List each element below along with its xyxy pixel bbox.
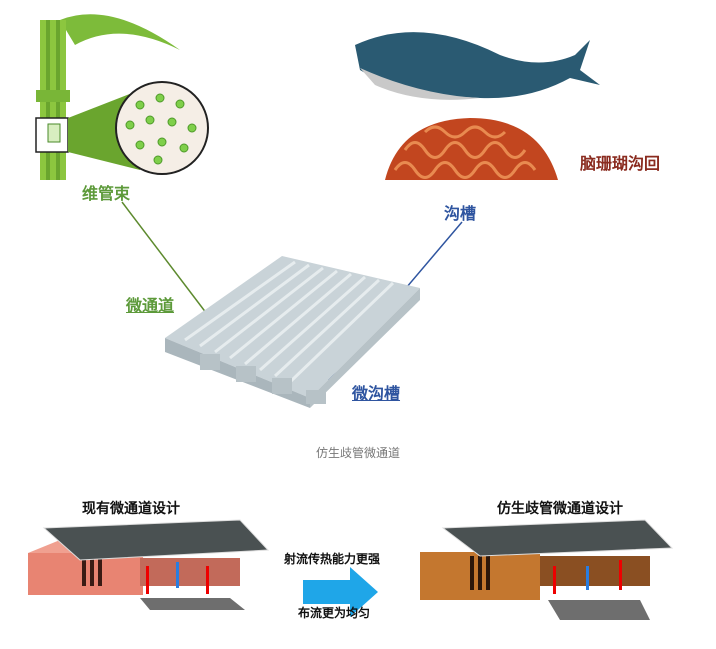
whale-illustration [355,32,600,100]
brain-coral-illustration [385,118,558,180]
label-microchannel: 微通道 [126,296,175,315]
label-brain-coral: 脑珊瑚沟回 [580,154,661,173]
plant-stem-illustration [35,14,209,180]
right-arrow-icon [303,567,378,617]
pointer-line-green [121,201,211,319]
figure-caption: 仿生歧管微通道 [315,446,400,460]
left-design-title: 现有微通道设计 [82,501,180,517]
right-design-title: 仿生歧管微通道设计 [497,501,623,517]
microchannel-plate-illustration [165,256,420,408]
label-vascular-bundle: 维管束 [82,184,131,203]
existing-design-illustration [28,519,270,610]
arrow-text-bottom: 布流更为均匀 [298,606,371,620]
biomimetic-design-illustration [420,519,674,620]
arrow-text-top: 射流传热能力更强 [284,552,381,566]
label-groove: 沟槽 [444,204,477,223]
label-micro-groove: 微沟槽 [352,384,401,403]
